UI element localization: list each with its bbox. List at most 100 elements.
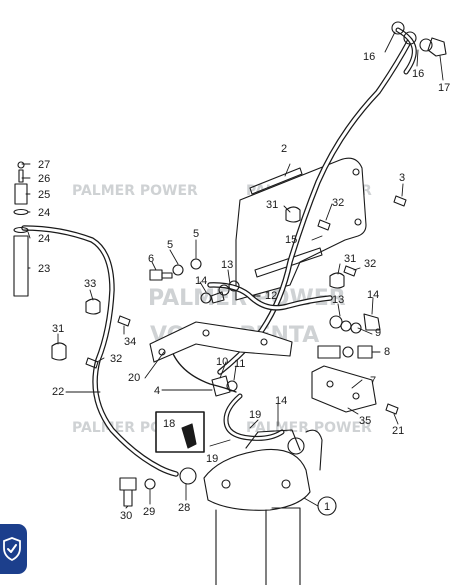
fuel-pipe-19-inner	[224, 394, 284, 440]
callout-34: 34	[124, 336, 136, 348]
callout-17: 17	[438, 82, 450, 94]
o-ring	[13, 208, 29, 216]
callout-6: 6	[148, 253, 154, 265]
callout-31: 31	[344, 253, 356, 265]
callout-22: 22	[52, 386, 64, 398]
callout-24: 24	[38, 233, 50, 245]
callout-1: 1	[324, 501, 330, 513]
washer	[190, 258, 202, 270]
banjo-bolt-14	[363, 313, 381, 331]
callout-32: 32	[332, 197, 344, 209]
fuel-pipe-22-inner	[22, 226, 178, 476]
washer	[228, 280, 240, 292]
o-ring	[13, 226, 29, 234]
washer	[391, 21, 405, 35]
banjo-bolt-17	[427, 37, 447, 57]
callout-11: 11	[234, 358, 245, 370]
callout-30: 30	[120, 510, 132, 522]
bolt-34	[117, 315, 131, 327]
callout-23: 23	[38, 263, 50, 275]
banjo-fitting-14	[200, 291, 225, 304]
fitting-8	[317, 345, 373, 359]
callout-14: 14	[195, 275, 207, 287]
bolt-21	[385, 403, 399, 415]
bolt-30-shank	[123, 489, 133, 507]
callout-7: 7	[370, 375, 376, 387]
bolt-32	[343, 265, 357, 277]
clip-31	[285, 206, 301, 223]
bolt-32	[317, 219, 331, 231]
callout-31: 31	[266, 199, 278, 211]
bracket-20	[149, 321, 293, 363]
cap-27	[17, 161, 25, 169]
bracket-hole	[260, 338, 268, 346]
callout-5: 5	[167, 239, 173, 251]
callout-13: 13	[221, 259, 233, 271]
callout-18: 18	[163, 418, 175, 430]
callout-33: 33	[84, 278, 96, 290]
watermark: PALMER POWER	[72, 183, 198, 199]
callout-5: 5	[193, 228, 199, 240]
callout-labels: 27 26 25 24 24 23 33 31 34 32 22 16 16 1…	[38, 51, 450, 522]
bracket-plate-slot	[249, 167, 303, 195]
callout-2: 2	[281, 143, 287, 155]
connector-25	[14, 183, 28, 205]
banjo-fitting-13	[329, 315, 362, 334]
callout-27: 27	[38, 159, 50, 171]
pipe-stub-23	[13, 235, 29, 297]
callout-29: 29	[143, 506, 155, 518]
callout-14: 14	[367, 289, 379, 301]
fuel-pipe-15-inner	[218, 38, 412, 374]
callout-32: 32	[364, 258, 376, 270]
fuel-pipe-12-inner	[208, 283, 332, 310]
callout-24: 24	[38, 207, 50, 219]
bracket-hole	[352, 392, 360, 400]
bracket-plate-slot	[254, 247, 323, 278]
callout-8: 8	[384, 346, 390, 358]
callout-19: 19	[206, 453, 218, 465]
bracket-hole	[326, 380, 334, 388]
bolt-30	[119, 477, 137, 491]
washer-29	[144, 478, 156, 490]
bracket-7	[311, 365, 377, 413]
callout-15: 15	[285, 234, 297, 246]
bracket-hole	[352, 168, 360, 176]
callout-19: 19	[249, 409, 261, 421]
washer	[218, 284, 230, 296]
bolt-32	[85, 357, 99, 369]
shield-badge[interactable]	[0, 524, 27, 574]
callout-13: 13	[332, 294, 344, 306]
watermark: PALMER POWER	[246, 420, 372, 436]
bolt-6	[149, 269, 173, 281]
seal-inset-box	[155, 411, 205, 453]
leader-lines	[21, 31, 444, 509]
seal-18	[181, 423, 197, 449]
callout-14: 14	[275, 395, 287, 407]
callout-3: 3	[399, 172, 405, 184]
callout-26: 26	[38, 173, 50, 185]
shield-check-icon	[3, 537, 21, 561]
callout-25: 25	[38, 189, 50, 201]
callout-35: 35	[359, 415, 371, 427]
bolt-3	[393, 195, 407, 207]
clamp-10	[211, 375, 238, 397]
clip-33	[85, 298, 101, 315]
fuel-filter-assembly	[203, 429, 323, 585]
callout-21: 21	[392, 425, 404, 437]
stem-26	[18, 169, 24, 183]
clip-31	[329, 272, 345, 289]
washer-28	[179, 467, 197, 485]
bracket-hole	[202, 329, 210, 337]
callout-9: 9	[375, 327, 381, 339]
callout-circle	[317, 496, 337, 516]
washer	[172, 264, 184, 276]
callout-20: 20	[128, 372, 140, 384]
callout-16: 16	[412, 68, 424, 80]
clip-31	[51, 342, 67, 361]
callout-16: 16	[363, 51, 375, 63]
callout-10: 10	[216, 356, 228, 368]
washer	[403, 31, 417, 45]
washer	[419, 38, 433, 52]
callout-28: 28	[178, 502, 190, 514]
